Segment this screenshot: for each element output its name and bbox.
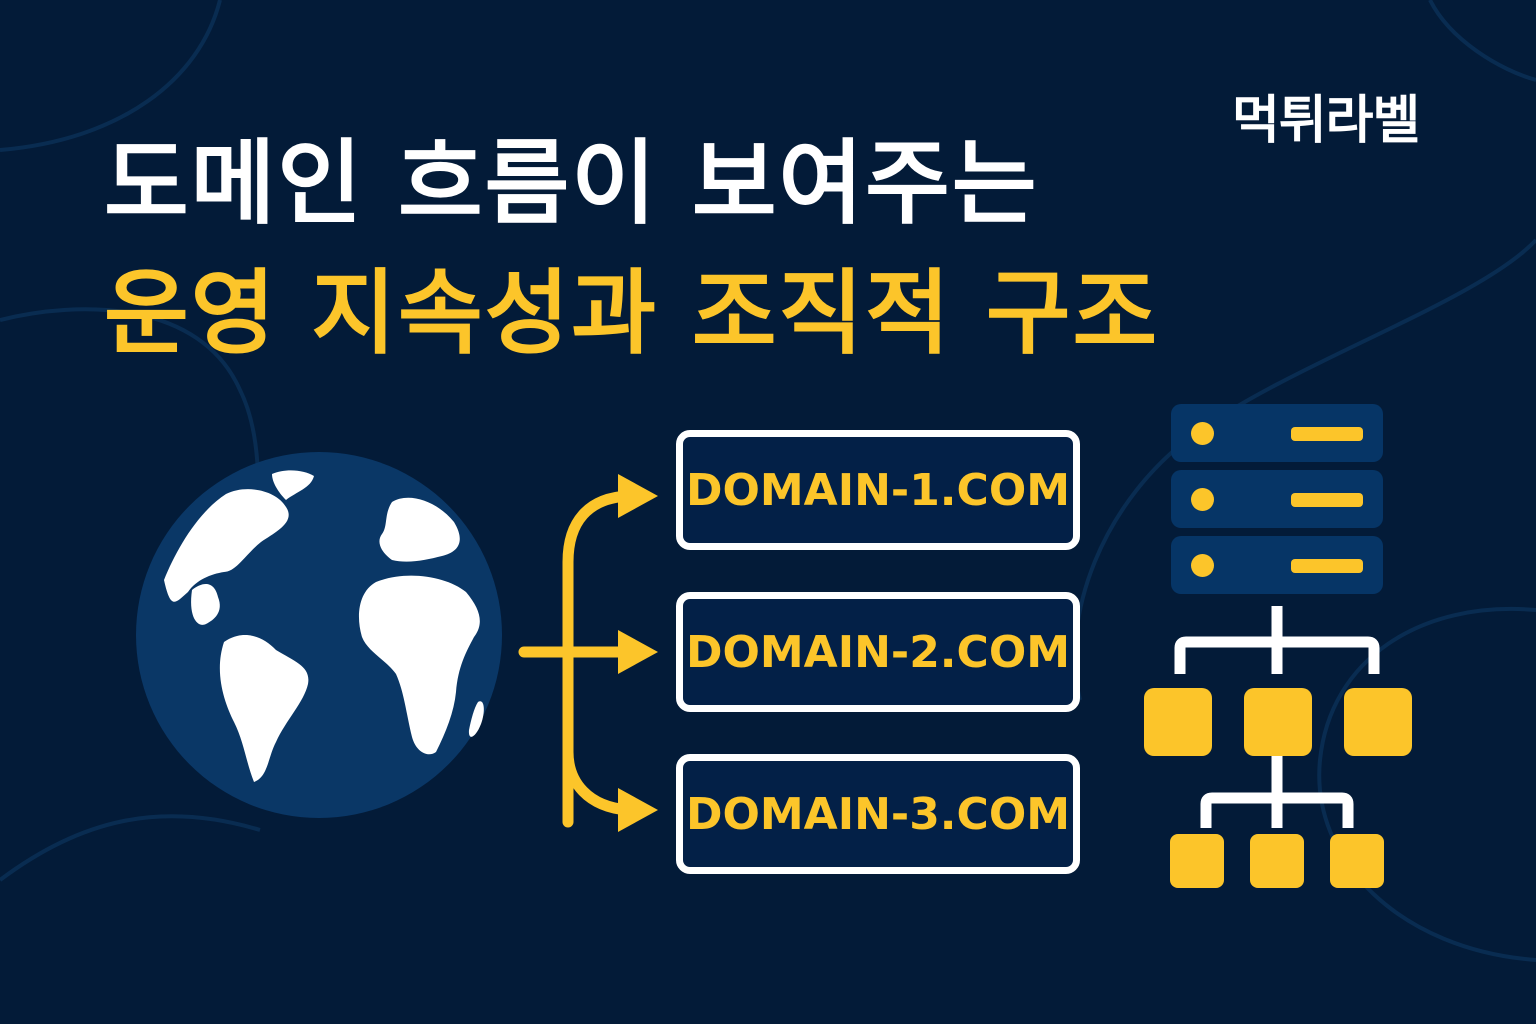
server-status-light (1191, 554, 1214, 577)
server-slot-bar (1291, 427, 1363, 441)
server-slot-bar (1291, 493, 1363, 507)
globe-icon (136, 452, 502, 818)
server-status-light (1191, 422, 1214, 445)
server-unit (1171, 536, 1383, 594)
title-line-2: 운영 지속성과 조직적 구조 (104, 260, 1160, 367)
domain-box-3: DOMAIN-3.COM (676, 754, 1080, 874)
server-status-light (1191, 488, 1214, 511)
org-chart-icon (1144, 606, 1412, 888)
server-unit (1171, 404, 1383, 462)
brand-logo-text: 먹튀라벨 (1232, 91, 1420, 151)
domain-box-2: DOMAIN-2.COM (676, 592, 1080, 712)
title-line-1: 도메인 흐름이 보여주는 (104, 130, 1039, 237)
flow-arrows (518, 474, 658, 832)
server-unit (1171, 470, 1383, 528)
server-rack-icon (1171, 404, 1383, 602)
server-slot-bar (1291, 559, 1363, 573)
domain-box-1: DOMAIN-1.COM (676, 430, 1080, 550)
